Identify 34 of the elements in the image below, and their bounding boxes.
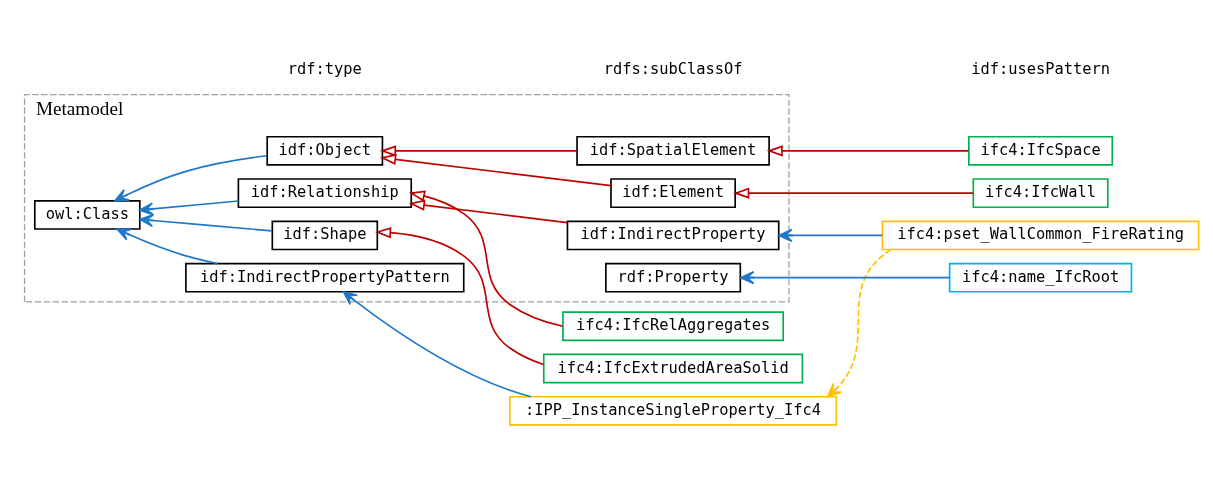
node-box: ifc4:IfcSpace [968, 135, 1114, 166]
arrow [114, 154, 268, 202]
node-box: ifc4:IfcExtrudedAreaSolid [542, 353, 804, 384]
node-box: idf:Shape [271, 220, 379, 251]
node-box: owl:Class [33, 200, 141, 230]
arrow [139, 213, 273, 232]
arrow [408, 199, 568, 224]
arrow [826, 248, 892, 398]
node-box: idf:SpatialElement [576, 135, 770, 166]
arrow [342, 291, 532, 398]
node-box: ifc4:IfcRelAggregates [562, 311, 785, 342]
node-box: :IPP_InstanceSingleProperty_Ifc4 [509, 395, 838, 426]
legend-label: rdf:type [287, 60, 362, 79]
node-box: rdf:Property [605, 262, 742, 293]
arrow [739, 271, 951, 285]
arrow [379, 145, 578, 157]
node-box: ifc4:IfcWall [972, 178, 1109, 209]
arrow [766, 145, 970, 157]
arrow [778, 228, 884, 242]
node-box: idf:Object [266, 135, 384, 166]
node-box: idf:Element [610, 178, 736, 209]
arrow [139, 200, 240, 216]
arrow [116, 228, 219, 265]
legend-label: idf:usesPattern [971, 60, 1110, 79]
arrow [374, 227, 545, 366]
node-box: idf:IndirectProperty [566, 220, 780, 251]
node-box: idf:IndirectPropertyPattern [185, 262, 465, 293]
node-box: ifc4:pset_WallCommon_FireRating [881, 220, 1200, 251]
node-box: ifc4:name_IfcRoot [948, 262, 1133, 293]
legend-label: rdfs:subClassOf [603, 60, 743, 79]
arrow [380, 153, 612, 187]
arrow [733, 187, 975, 199]
arrow [408, 190, 564, 328]
node-box: idf:Relationship [237, 178, 413, 209]
